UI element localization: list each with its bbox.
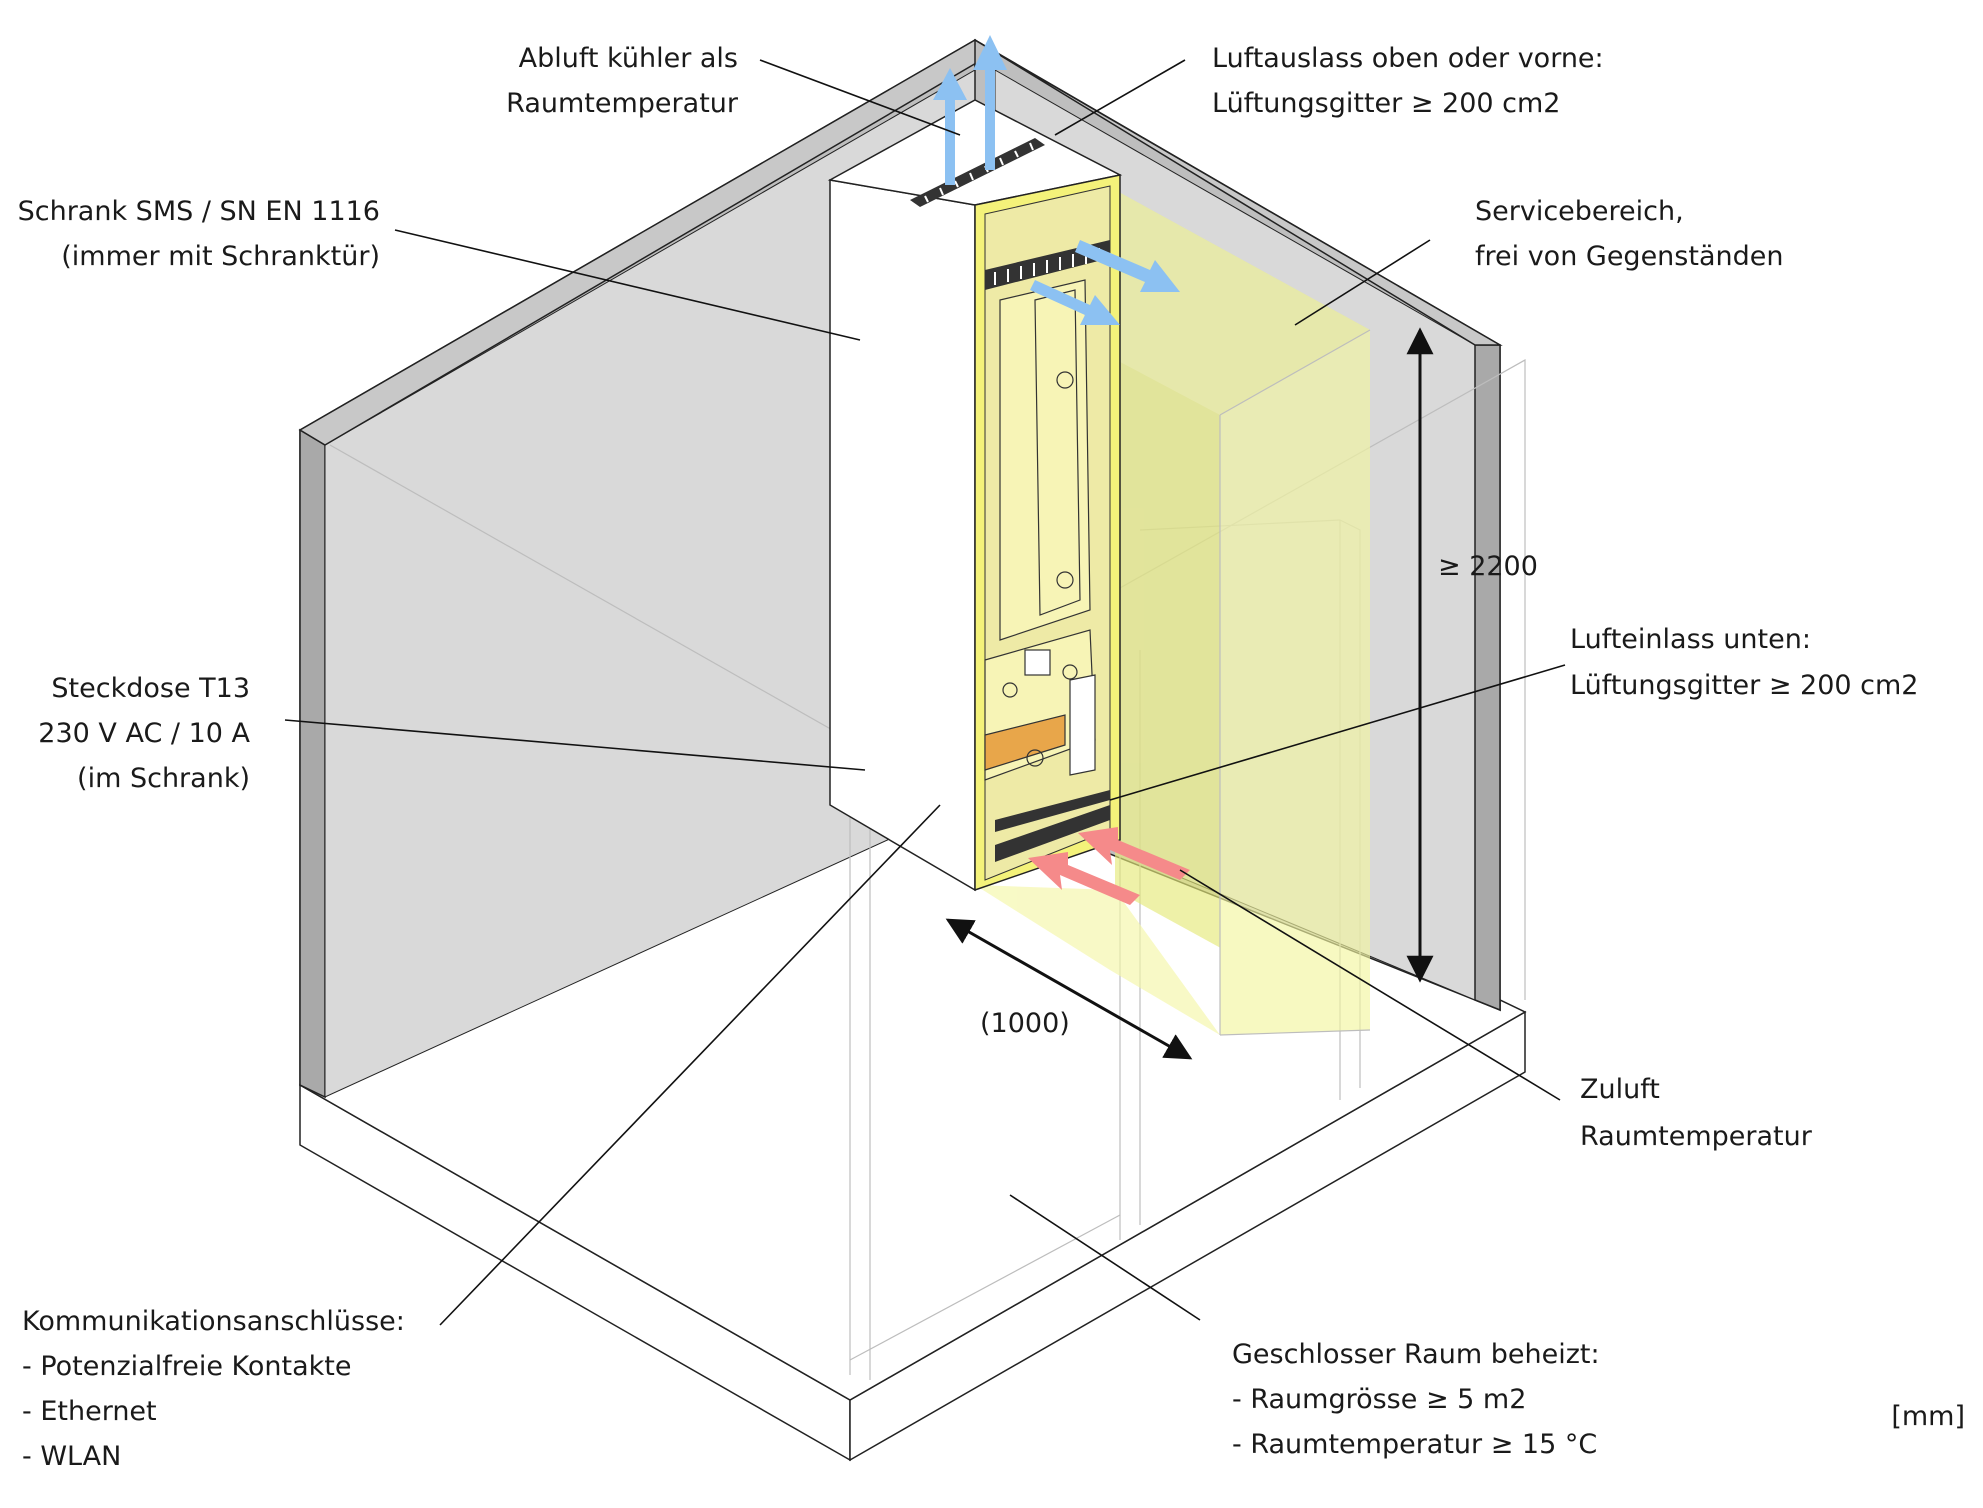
device-module: [984, 714, 1066, 771]
label-height: ≥ 2200: [1438, 551, 1538, 582]
intake-arrow-icon: [1028, 827, 1190, 905]
label-room-line2: - Raumgrösse ≥ 5 m2: [1232, 1384, 1526, 1415]
label-comms-line3: - Ethernet: [22, 1396, 157, 1427]
label-comms: Kommunikationsanschlüsse: - Potenzialfre…: [22, 1306, 405, 1472]
label-room-line3: - Raumtemperatur ≥ 15 °C: [1232, 1429, 1597, 1460]
cabinet: [827, 99, 1123, 892]
left-wall-edge: [299, 428, 326, 1099]
label-depth: (1000): [980, 1008, 1070, 1039]
right-wall-edge: [1474, 344, 1501, 1012]
label-room-line1: Geschlosser Raum beheizt:: [1232, 1339, 1600, 1370]
label-comms-line1: Kommunikationsanschlüsse:: [22, 1306, 405, 1337]
label-inlet-line1: Lufteinlass unten:: [1570, 624, 1811, 655]
leader-lines: [284, 59, 1566, 1326]
label-inlet-line2: Lüftungsgitter ≥ 200 cm2: [1570, 670, 1918, 701]
label-cabinet: Schrank SMS / SN EN 1116 (immer mit Schr…: [18, 196, 380, 272]
label-comms-line4: - WLAN: [22, 1441, 121, 1472]
label-cabinet-line2: (immer mit Schranktür): [61, 241, 380, 272]
label-inlet: Lufteinlass unten: Lüftungsgitter ≥ 200 …: [1570, 624, 1918, 701]
label-supply-line2: Raumtemperatur: [1580, 1121, 1813, 1152]
label-room: Geschlosser Raum beheizt: - Raumgrösse ≥…: [1232, 1339, 1600, 1460]
label-socket-line2: 230 V AC / 10 A: [38, 718, 250, 749]
heat-pump-device: [984, 279, 1096, 781]
label-socket-line1: Steckdose T13: [51, 673, 250, 704]
label-service-line1: Servicebereich,: [1475, 196, 1684, 227]
label-exhaust-line1: Abluft kühler als: [519, 43, 738, 74]
depth-dimension-line: [945, 918, 1193, 1060]
label-cabinet-line1: Schrank SMS / SN EN 1116: [18, 196, 380, 227]
cabinet-left-face: [829, 179, 976, 892]
label-socket: Steckdose T13 230 V AC / 10 A (im Schran…: [38, 673, 250, 794]
exhaust-arrow-icon: [933, 35, 1180, 325]
label-outlet: Luftauslass oben oder vorne: Lüftungsgit…: [1212, 43, 1604, 119]
label-exhaust-line2: Raumtemperatur: [506, 88, 739, 119]
label-socket-line3: (im Schrank): [77, 763, 250, 794]
label-unit: [mm]: [1891, 1401, 1965, 1432]
front-lower-grille: [995, 790, 1110, 862]
label-supply-line1: Zuluft: [1580, 1074, 1660, 1105]
label-exhaust: Abluft kühler als Raumtemperatur: [506, 43, 739, 119]
label-outlet-line1: Luftauslass oben oder vorne:: [1212, 43, 1604, 74]
label-service: Servicebereich, frei von Gegenständen: [1475, 196, 1783, 272]
top-vent-grille: [910, 138, 1045, 207]
label-outlet-line2: Lüftungsgitter ≥ 200 cm2: [1212, 88, 1560, 119]
label-service-line2: frei von Gegenständen: [1475, 241, 1783, 272]
label-supply: Zuluft Raumtemperatur: [1580, 1074, 1813, 1152]
service-area-outline: [1219, 329, 1371, 1036]
label-comms-line2: - Potenzialfreie Kontakte: [22, 1351, 351, 1382]
room-illustration: [284, 35, 1566, 1462]
